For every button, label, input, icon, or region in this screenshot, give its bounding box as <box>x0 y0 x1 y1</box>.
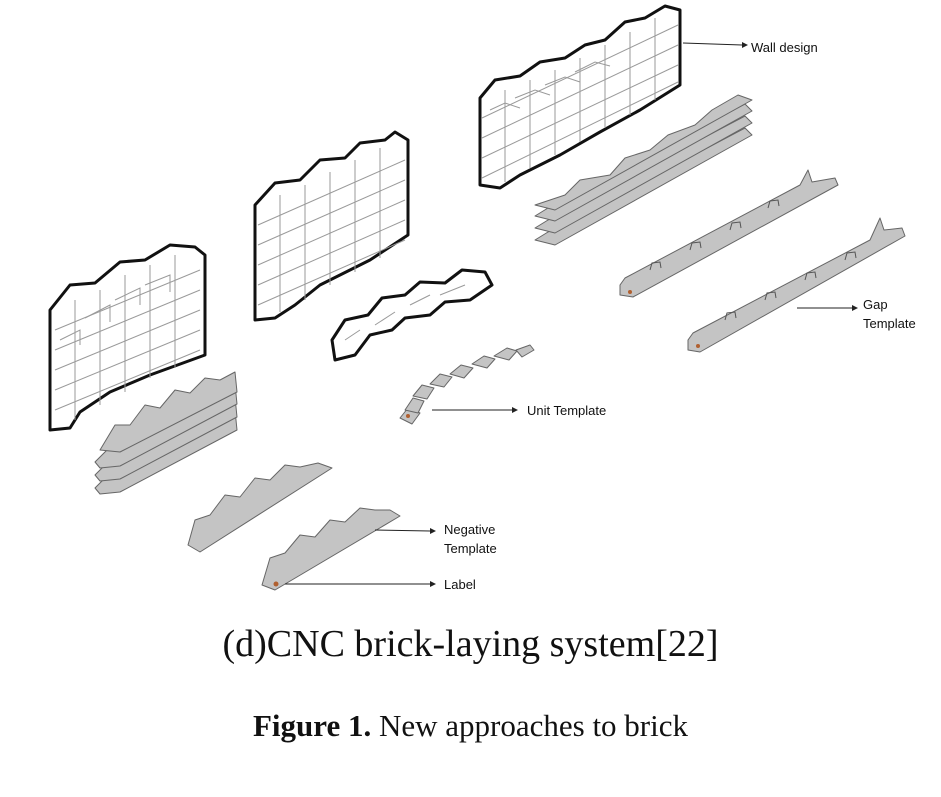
negative-template-1 <box>187 462 333 553</box>
right-template-stack <box>534 94 753 246</box>
gap-template-label-line1: Gap <box>863 297 888 312</box>
negative-template-label-line1: Negative <box>444 522 495 537</box>
unit-template-label: Unit Template <box>527 403 606 418</box>
figure-caption-text: New approaches to brick <box>371 708 689 743</box>
cnc-brick-laying-diagram: Wall design Gap Template Unit Template N… <box>48 4 916 592</box>
negative-template-label-line2: Template <box>444 541 497 556</box>
gap-template-callout: Gap Template <box>797 297 916 331</box>
label-callout: Label <box>285 577 476 592</box>
unit-templates <box>399 344 535 425</box>
figure-number: Figure 1. <box>252 708 372 743</box>
gap-template-2 <box>687 217 906 353</box>
wall-design-label: Wall design <box>751 40 818 55</box>
negative-template-callout: Negative Template <box>374 522 497 556</box>
left-wall <box>48 243 207 432</box>
gap-template-label-line2: Template <box>863 316 916 331</box>
left-template-stack <box>94 371 238 495</box>
right-wall <box>478 4 682 190</box>
figure-caption: Figure 1. New approaches to brick <box>0 708 941 744</box>
wall-design-callout: Wall design <box>682 40 818 55</box>
subfigure-caption: (d)CNC brick-laying system[22] <box>222 623 719 665</box>
label-label: Label <box>444 577 476 592</box>
unit-brick-row <box>330 268 494 362</box>
middle-wall <box>253 130 410 322</box>
negative-template-2 <box>261 507 401 591</box>
gap-template-1 <box>619 169 839 298</box>
unit-template-callout: Unit Template <box>432 403 606 418</box>
